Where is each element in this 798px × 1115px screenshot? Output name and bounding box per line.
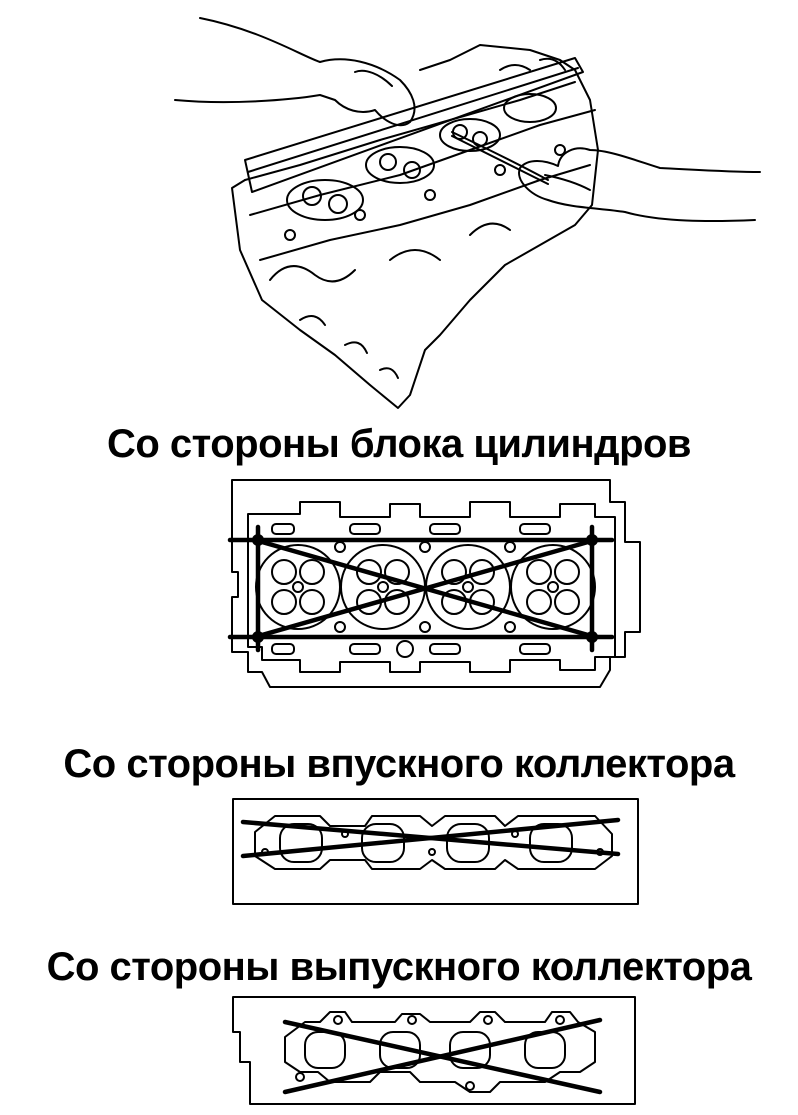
exhaust-manifold-side-diagram (232, 996, 636, 1105)
cylinder-block-side-diagram (227, 479, 641, 688)
cylinder-block-side-label: Со стороны блока цилиндров (106, 422, 692, 466)
intake-manifold-side-diagram (232, 798, 639, 905)
straightedge-check-illustration (174, 17, 761, 409)
exhaust-manifold-side-label: Со стороны выпускного коллектора (46, 945, 752, 989)
intake-manifold-side-label: Со стороны впускного коллектора (63, 742, 735, 786)
